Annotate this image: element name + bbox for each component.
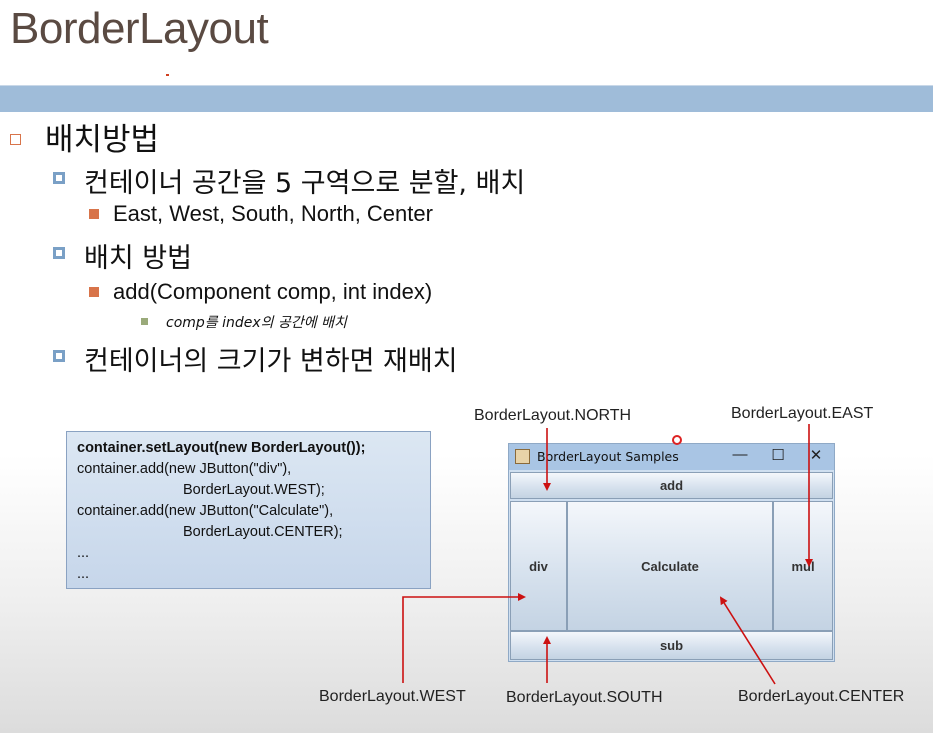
bullet-l1b-text: 배치 방법 (84, 243, 192, 274)
code-line: BorderLayout.WEST); (183, 482, 325, 498)
java-app-icon (515, 449, 530, 464)
label-north: BorderLayout.NORTH (474, 407, 632, 424)
north-button[interactable]: add (510, 472, 833, 499)
bullet-l0-text: 배치방법 (45, 122, 160, 158)
window-title: BorderLayout Samples (537, 449, 679, 464)
title-mark (166, 74, 169, 76)
label-south: BorderLayout.SOUTH (506, 689, 663, 706)
code-line: container.add(new JButton("div"), (77, 461, 292, 477)
bullet-l1c-icon (53, 350, 65, 362)
maximize-icon[interactable]: ☐ (771, 447, 785, 464)
bullet-l0-icon (10, 134, 21, 145)
bullet-l1b-icon (53, 247, 65, 259)
sample-window: BorderLayout Samples — ☐ ✕ add div Calcu… (508, 443, 835, 662)
bullet-l2a-icon (89, 209, 99, 219)
west-arrow (402, 593, 526, 683)
code-line: ... (77, 566, 90, 582)
bullet-l2b-icon (89, 287, 99, 297)
label-east: BorderLayout.EAST (731, 405, 874, 422)
label-center: BorderLayout.CENTER (738, 688, 905, 705)
title-band (0, 85, 933, 112)
code-box: container.setLayout(new BorderLayout());… (66, 431, 431, 589)
bullet-l3-icon (141, 318, 148, 325)
code-line: container.setLayout(new BorderLayout()); (77, 440, 366, 456)
bullet-l1c-text: 컨테이너의 크기가 변하면 재배치 (84, 346, 458, 377)
bullet-l3-text: comp를 index의 공간에 배치 (166, 315, 347, 331)
code-line: container.add(new JButton("Calculate"), (77, 503, 334, 519)
bullet-l1a-icon (53, 172, 65, 184)
center-button[interactable]: Calculate (567, 501, 773, 631)
window-titlebar[interactable]: BorderLayout Samples — ☐ ✕ (509, 444, 834, 470)
code-line: ... (77, 545, 90, 561)
close-icon[interactable]: ✕ (809, 447, 823, 464)
minimize-icon[interactable]: — (732, 446, 748, 463)
south-button[interactable]: sub (510, 631, 833, 660)
bullet-l1a-text: 컨테이너 공간을 5 구역으로 분할, 배치 (84, 168, 526, 199)
west-button[interactable]: div (510, 501, 567, 631)
code-line: BorderLayout.CENTER); (183, 524, 343, 540)
label-west: BorderLayout.WEST (319, 688, 466, 705)
east-button[interactable]: mul (773, 501, 833, 631)
bullet-l2a-text: East, West, South, North, Center (113, 201, 433, 226)
bullet-l2b-text: add(Component comp, int index) (113, 279, 433, 304)
slide-title: BorderLayout (10, 4, 269, 53)
